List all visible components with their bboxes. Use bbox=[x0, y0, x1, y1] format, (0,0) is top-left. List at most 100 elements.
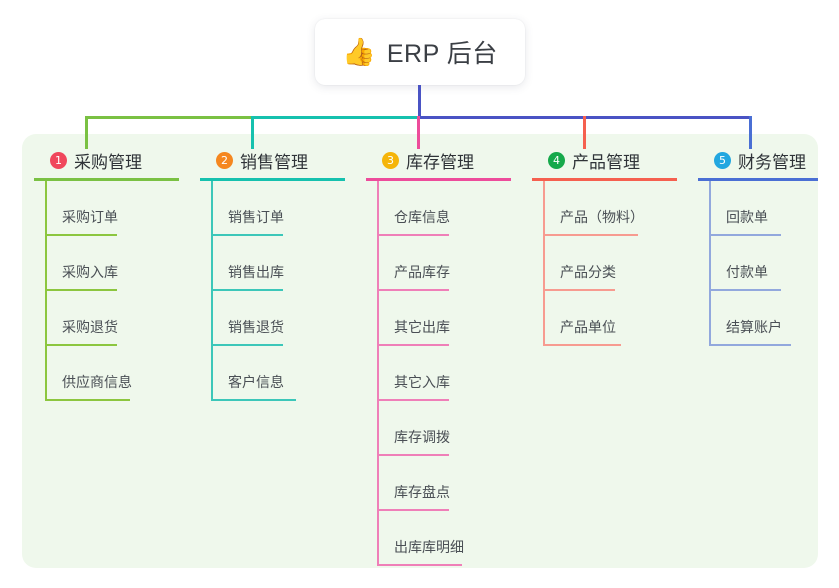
leaf-item-underline bbox=[211, 399, 296, 401]
leaf-item-label: 其它入库 bbox=[394, 374, 450, 390]
branch-drop-connector-1 bbox=[85, 116, 88, 149]
bus-segment-1 bbox=[86, 116, 253, 119]
leaf-item[interactable]: 供应商信息 bbox=[34, 346, 184, 401]
branch-underline-5 bbox=[698, 178, 818, 181]
branch-header-5[interactable]: 5 财务管理 bbox=[698, 148, 839, 172]
leaf-item-underline bbox=[709, 234, 781, 236]
leaf-item-underline bbox=[211, 344, 283, 346]
branch-underline-4 bbox=[532, 178, 677, 181]
leaf-item[interactable]: 销售订单 bbox=[200, 181, 350, 236]
leaf-item-underline bbox=[45, 344, 117, 346]
leaf-item[interactable]: 其它入库 bbox=[366, 346, 516, 401]
branch-title-2: 销售管理 bbox=[240, 152, 308, 172]
branch-leaf-list-2: 销售订单销售出库销售退货客户信息 bbox=[200, 181, 350, 401]
branch-drop-connector-2 bbox=[251, 116, 254, 149]
thumbs-up-icon: 👍 bbox=[342, 36, 376, 67]
root-stem-connector bbox=[418, 85, 421, 118]
root-node-title: ERP 后台 bbox=[386, 40, 498, 68]
branch-number-badge-4: 4 bbox=[548, 151, 565, 169]
leaf-item[interactable]: 仓库信息 bbox=[366, 181, 516, 236]
branch-column-5: 5 财务管理回款单付款单结算账户 bbox=[698, 148, 839, 346]
leaf-item-underline bbox=[211, 289, 283, 291]
branch-number-badge-5: 5 bbox=[714, 151, 731, 169]
leaf-item-label: 回款单 bbox=[726, 209, 768, 225]
branch-underline-2 bbox=[200, 178, 345, 181]
leaf-item[interactable]: 付款单 bbox=[698, 236, 839, 291]
branch-number-badge-3: 3 bbox=[382, 151, 399, 169]
leaf-item-label: 销售订单 bbox=[228, 209, 284, 225]
leaf-item[interactable]: 其它出库 bbox=[366, 291, 516, 346]
leaf-item-label: 其它出库 bbox=[394, 319, 450, 335]
leaf-item-label: 采购订单 bbox=[62, 209, 118, 225]
branch-leaf-list-3: 仓库信息产品库存其它出库其它入库库存调拨库存盘点出库库明细 bbox=[366, 181, 516, 566]
branch-spine-1 bbox=[45, 181, 47, 401]
leaf-item-underline bbox=[709, 289, 781, 291]
leaf-item-label: 库存调拨 bbox=[394, 429, 450, 445]
branch-leaf-list-5: 回款单付款单结算账户 bbox=[698, 181, 839, 346]
leaf-item-label: 结算账户 bbox=[726, 319, 782, 335]
leaf-item-label: 采购退货 bbox=[62, 319, 118, 335]
leaf-item-underline bbox=[45, 234, 117, 236]
leaf-item-underline bbox=[211, 234, 283, 236]
leaf-item[interactable]: 销售出库 bbox=[200, 236, 350, 291]
leaf-item-label: 销售退货 bbox=[228, 319, 284, 335]
leaf-item[interactable]: 产品（物料） bbox=[532, 181, 682, 236]
branch-underline-3 bbox=[366, 178, 511, 181]
branch-title-1: 采购管理 bbox=[74, 152, 142, 172]
branch-spine-5 bbox=[709, 181, 711, 346]
leaf-item-underline bbox=[377, 509, 449, 511]
branch-drop-connector-3 bbox=[417, 116, 420, 149]
leaf-item-label: 产品（物料） bbox=[560, 209, 644, 225]
leaf-item-underline bbox=[377, 289, 449, 291]
leaf-item[interactable]: 回款单 bbox=[698, 181, 839, 236]
leaf-item-label: 采购入库 bbox=[62, 264, 118, 280]
leaf-item[interactable]: 采购订单 bbox=[34, 181, 184, 236]
leaf-item-label: 库存盘点 bbox=[394, 484, 450, 500]
leaf-item-label: 仓库信息 bbox=[394, 209, 450, 225]
leaf-item[interactable]: 库存调拨 bbox=[366, 401, 516, 456]
root-node-erp-backend[interactable]: 👍 ERP 后台 bbox=[315, 19, 525, 85]
leaf-item-underline bbox=[709, 344, 791, 346]
leaf-item-label: 产品分类 bbox=[560, 264, 616, 280]
branch-drop-connector-5 bbox=[749, 116, 752, 149]
branch-spine-4 bbox=[543, 181, 545, 346]
leaf-item-label: 产品单位 bbox=[560, 319, 616, 335]
branch-header-4[interactable]: 4 产品管理 bbox=[532, 148, 682, 172]
branch-title-5: 财务管理 bbox=[738, 152, 806, 172]
leaf-item-underline bbox=[377, 564, 462, 566]
branch-title-4: 产品管理 bbox=[572, 152, 640, 172]
leaf-item-label: 客户信息 bbox=[228, 374, 284, 390]
leaf-item[interactable]: 结算账户 bbox=[698, 291, 839, 346]
branch-drop-connector-4 bbox=[583, 116, 586, 149]
leaf-item[interactable]: 采购入库 bbox=[34, 236, 184, 291]
leaf-item-underline bbox=[543, 234, 638, 236]
leaf-item-underline bbox=[377, 399, 449, 401]
leaf-item-label: 出库库明细 bbox=[394, 539, 464, 555]
leaf-item-label: 产品库存 bbox=[394, 264, 450, 280]
leaf-item-underline bbox=[45, 289, 117, 291]
branch-leaf-list-4: 产品（物料） 产品分类产品单位 bbox=[532, 181, 682, 346]
leaf-item-label: 付款单 bbox=[726, 264, 768, 280]
leaf-item[interactable]: 客户信息 bbox=[200, 346, 350, 401]
leaf-item[interactable]: 销售退货 bbox=[200, 291, 350, 346]
leaf-item-underline bbox=[543, 289, 615, 291]
leaf-item[interactable]: 出库库明细 bbox=[366, 511, 516, 566]
leaf-item-underline bbox=[377, 234, 449, 236]
leaf-item-underline bbox=[543, 344, 621, 346]
branch-spine-2 bbox=[211, 181, 213, 401]
leaf-item[interactable]: 产品库存 bbox=[366, 236, 516, 291]
diagram-background-panel bbox=[22, 134, 818, 568]
leaf-item[interactable]: 产品分类 bbox=[532, 236, 682, 291]
leaf-item[interactable]: 库存盘点 bbox=[366, 456, 516, 511]
leaf-item[interactable]: 采购退货 bbox=[34, 291, 184, 346]
leaf-item[interactable]: 产品单位 bbox=[532, 291, 682, 346]
branch-spine-3 bbox=[377, 181, 379, 566]
leaf-item-label: 供应商信息 bbox=[62, 374, 132, 390]
